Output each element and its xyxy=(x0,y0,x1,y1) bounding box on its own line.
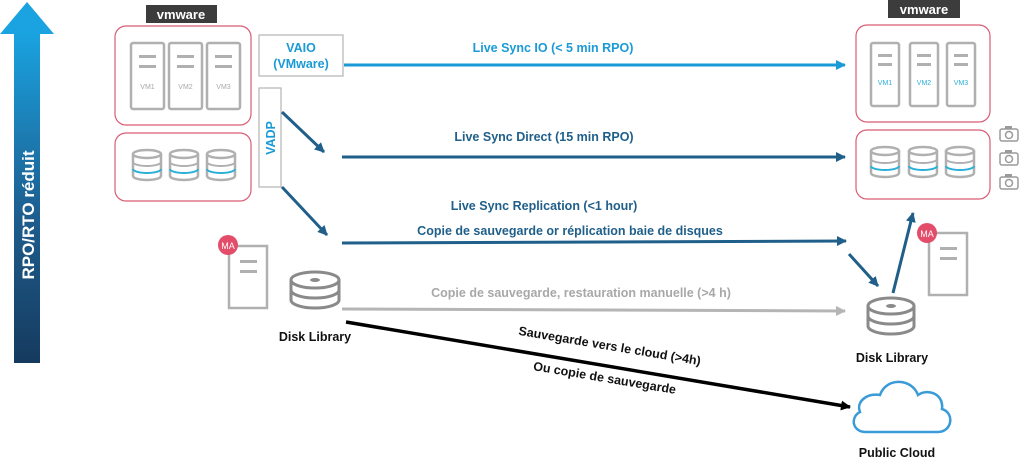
database-icon xyxy=(205,148,237,182)
target-vm-group: VM1 VM2 VM3 xyxy=(855,24,991,123)
vmware-logo-left: vmware xyxy=(146,5,217,23)
server-icon: VM3 xyxy=(945,41,977,108)
svg-text:VM3: VM3 xyxy=(216,84,231,91)
disk-library-icon xyxy=(289,270,341,310)
database-icon xyxy=(907,145,939,179)
source-vm-group: VM1 VM2 VM3 xyxy=(114,25,252,126)
public-cloud-label: Public Cloud xyxy=(859,446,935,460)
svg-text:VM1: VM1 xyxy=(878,80,893,87)
server-icon: VM3 xyxy=(205,41,242,111)
server-icon: VM1 xyxy=(869,41,901,108)
database-icon xyxy=(168,148,200,182)
svg-text:VM3: VM3 xyxy=(954,80,969,87)
disk-library-right-label: Disk Library xyxy=(856,351,928,365)
disk-library-icon xyxy=(866,296,916,336)
vmware-logo-right: vmware xyxy=(888,0,960,18)
target-storage-group xyxy=(855,129,991,200)
copie-replication-arrow xyxy=(341,236,847,247)
server-icon: VM2 xyxy=(167,41,204,111)
vadp-box: VADP xyxy=(258,87,282,188)
database-icon xyxy=(869,145,901,179)
copie-restauration-arrow xyxy=(341,305,846,316)
live-sync-replication-label: Live Sync Replication (<1 hour) xyxy=(451,199,638,213)
database-icon xyxy=(944,145,976,179)
camera-icon xyxy=(999,126,1019,142)
replication-to-disk-arrow xyxy=(847,252,880,288)
cloud-backup-arrow xyxy=(345,320,851,411)
svg-text:(VMware): (VMware) xyxy=(273,57,329,71)
vaio-box: VAIO (VMware) xyxy=(258,34,344,77)
live-sync-io-label: Live Sync IO (< 5 min RPO) xyxy=(473,41,634,55)
live-sync-direct-label: Live Sync Direct (15 min RPO) xyxy=(454,130,633,144)
svg-text:vmware: vmware xyxy=(157,7,205,22)
vadp-to-direct-arrow xyxy=(280,110,326,154)
disk-to-storage-arrow xyxy=(891,212,916,294)
ma-server-left: MA xyxy=(218,235,269,310)
camera-icon xyxy=(999,174,1019,190)
svg-text:vmware: vmware xyxy=(900,2,948,17)
rpo-rto-side-arrow: RPO/RTO réduit xyxy=(0,2,54,363)
cloud-icon xyxy=(852,380,952,434)
database-icon xyxy=(131,148,163,182)
camera-icon xyxy=(999,150,1019,166)
side-arrow-label: RPO/RTO réduit xyxy=(19,150,38,279)
svg-text:VM2: VM2 xyxy=(917,80,932,87)
vadp-to-replication-arrow xyxy=(280,185,329,237)
ma-server-right: MA xyxy=(917,223,969,297)
svg-text:VM2: VM2 xyxy=(178,84,193,91)
server-icon: VM1 xyxy=(129,41,166,111)
copie-replication-label: Copie de sauvegarde or réplication baie … xyxy=(417,224,723,238)
server-icon: VM2 xyxy=(908,41,940,108)
svg-text:VM1: VM1 xyxy=(140,84,155,91)
ma-badge-right: MA xyxy=(920,229,934,239)
ma-badge-left: MA xyxy=(221,241,235,251)
disk-library-left-label: Disk Library xyxy=(279,330,351,344)
svg-text:VADP: VADP xyxy=(264,121,278,155)
source-storage-group xyxy=(114,132,252,202)
copie-restauration-label: Copie de sauvegarde, restauration manuel… xyxy=(431,286,731,300)
svg-text:VAIO: VAIO xyxy=(286,41,316,55)
